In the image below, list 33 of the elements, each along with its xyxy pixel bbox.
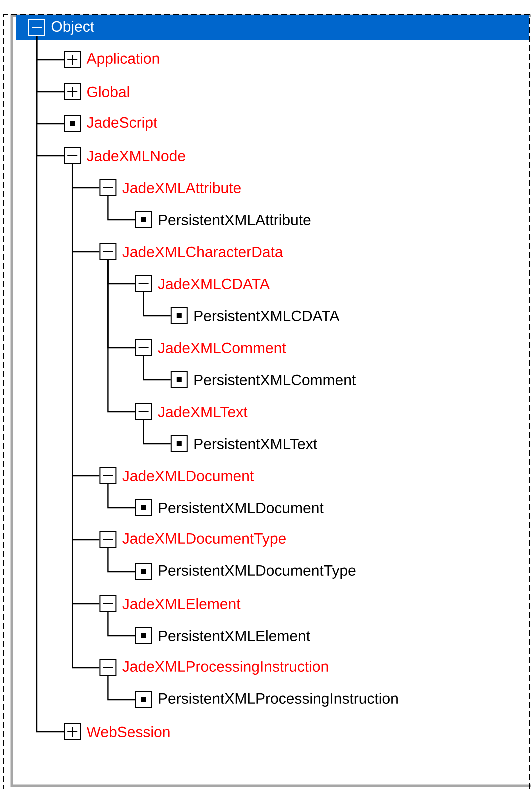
tree-item-label: JadeXMLCharacterData (122, 246, 284, 258)
tree-connector (108, 260, 136, 413)
tree-item-label: JadeXMLAttribute (122, 182, 241, 194)
tree-item-label: PersistentXMLComment (194, 374, 356, 386)
tree-item-label: PersistentXMLProcessingInstruction (159, 693, 398, 707)
tree-connector (108, 676, 136, 701)
tree-item-label: PersistentXMLDocument (159, 502, 324, 514)
tree-connector (143, 420, 171, 445)
tree-connector (108, 612, 136, 637)
tree-connector (143, 356, 171, 381)
tree-connector (143, 292, 171, 317)
tree-item-label: PersistentXMLAttribute (159, 214, 311, 226)
tree-item-label: JadeXMLElement (122, 598, 241, 610)
tree-item-label: Application (86, 53, 160, 67)
tree-connector (108, 196, 136, 221)
tree-connector (108, 484, 136, 509)
tree-item-label: JadeXMLCDATA (158, 278, 270, 290)
tree-item-label: PersistentXMLText (194, 438, 318, 450)
tree-item-label: PersistentXMLCDATA (194, 310, 340, 322)
tree-connector (108, 548, 136, 573)
tree-item-label: JadeXMLDocumentType (122, 533, 286, 547)
tree-connector (36, 36, 64, 733)
tree-item-label: JadeXMLText (158, 406, 248, 418)
tree-item-label: Object (52, 21, 94, 35)
tree-item-label: JadeXMLDocument (122, 470, 254, 482)
tree-item-label: JadeXMLComment (158, 342, 286, 354)
tree-item-label: JadeXMLNode (87, 150, 186, 162)
tree-item-label: PersistentXMLElement (159, 630, 310, 642)
tree-item-label: PersistentXMLDocumentType (159, 565, 356, 579)
tree-item-label: JadeScript (87, 117, 158, 131)
tree-item-label: Global (88, 86, 130, 98)
tree-item-label: JadeXMLProcessingInstruction (122, 661, 328, 675)
tree-item-label: WebSession (86, 726, 170, 738)
